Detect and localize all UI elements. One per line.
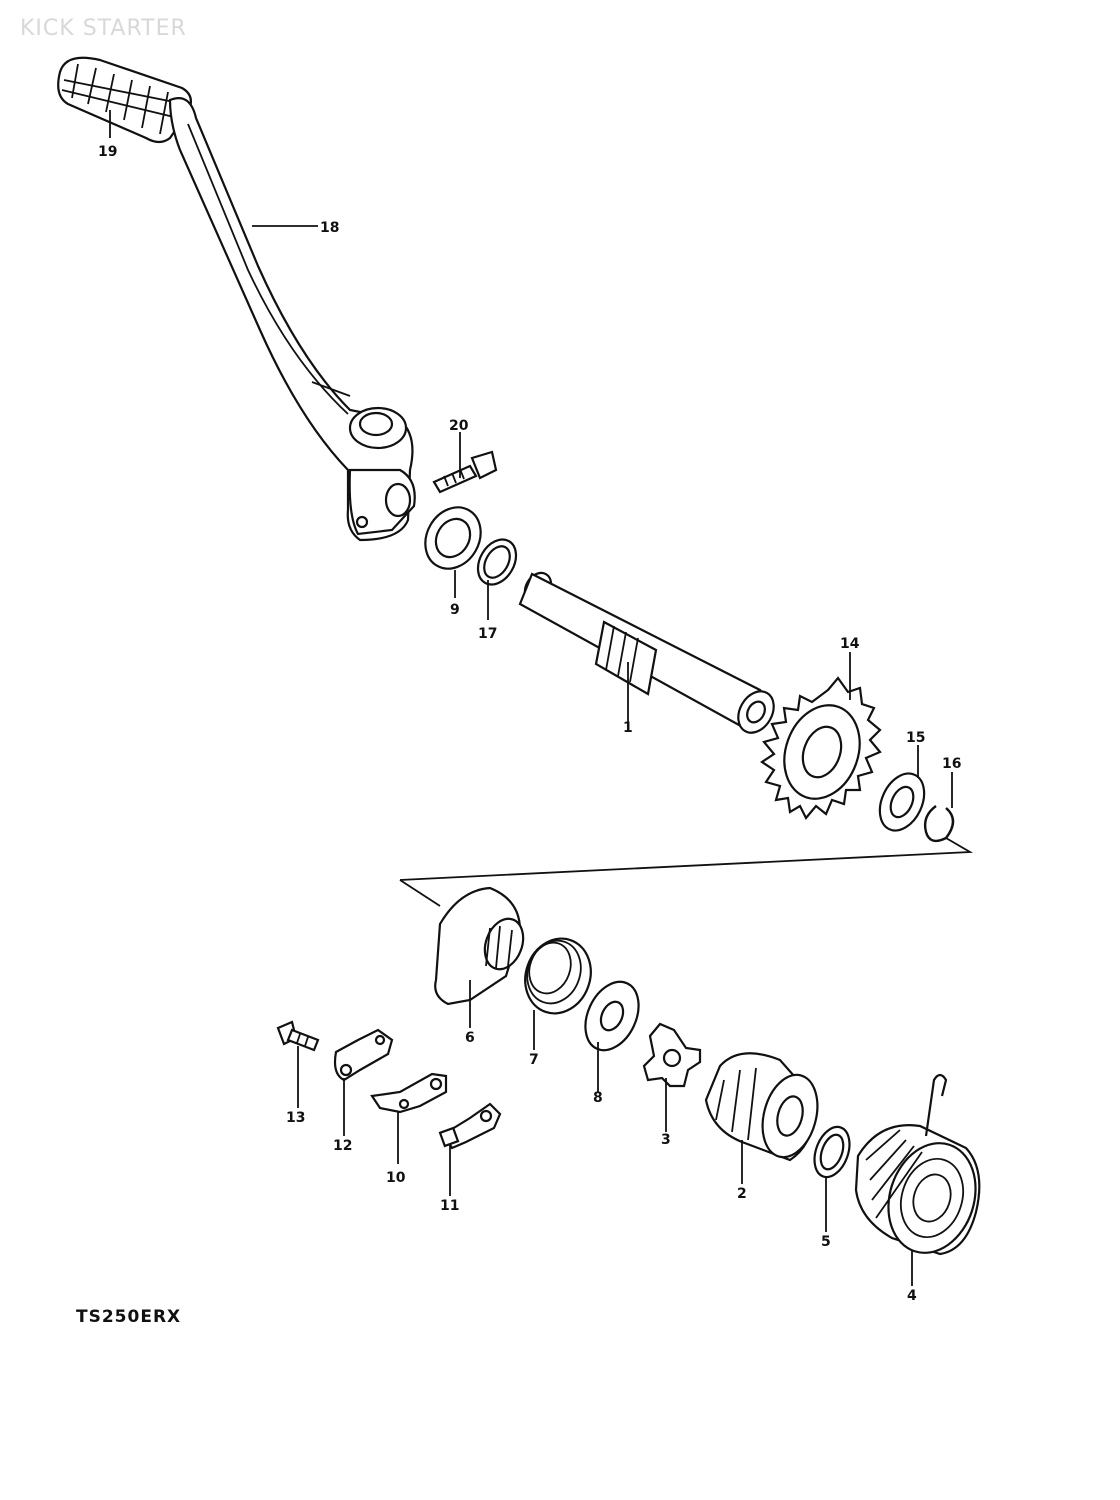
section-title: KICK STARTER — [20, 16, 187, 41]
part-labels: 19 18 20 9 17 1 14 15 16 6 7 8 3 2 5 4 1… — [98, 144, 961, 1304]
label-part-5: 5 — [821, 1234, 831, 1250]
part-12-guide-plate — [333, 1028, 394, 1082]
part-7-spring — [524, 937, 592, 1015]
part-14-kick-gear — [760, 676, 882, 820]
label-part-8: 8 — [593, 1090, 603, 1106]
part-4-return-spring — [854, 1073, 981, 1256]
label-part-20: 20 — [449, 418, 469, 434]
part-16-circlip — [923, 805, 955, 843]
assembly-connector-line — [399, 837, 974, 907]
label-part-15: 15 — [906, 730, 925, 746]
part-11-stopper — [438, 1102, 502, 1150]
model-code: TS250ERX — [76, 1307, 182, 1327]
label-part-19: 19 — [98, 144, 117, 160]
part-3-stopper-plate — [642, 1022, 702, 1088]
part-5-circlip — [813, 1125, 851, 1179]
label-part-6: 6 — [465, 1030, 475, 1046]
part-13-bolt — [276, 1020, 320, 1052]
label-part-17: 17 — [478, 626, 497, 642]
part-20-bolt — [432, 450, 498, 494]
label-part-7: 7 — [529, 1052, 539, 1068]
label-part-11: 11 — [440, 1198, 459, 1214]
part-6-ratchet-guide — [434, 886, 525, 1006]
label-part-18: 18 — [320, 220, 339, 236]
label-part-13: 13 — [286, 1110, 305, 1126]
label-part-9: 9 — [450, 602, 460, 618]
label-part-12: 12 — [333, 1138, 352, 1154]
part-17-circlip — [476, 538, 518, 586]
part-10-guide-plate — [370, 1072, 448, 1114]
label-part-2: 2 — [737, 1186, 747, 1202]
part-15-washer — [878, 772, 926, 832]
part-18-kick-lever — [168, 97, 416, 542]
label-part-14: 14 — [840, 636, 860, 652]
label-part-1: 1 — [623, 720, 633, 736]
part-8-washer — [584, 980, 640, 1052]
label-part-10: 10 — [386, 1170, 406, 1186]
label-part-16: 16 — [942, 756, 961, 772]
leader-lines — [109, 110, 953, 1286]
label-part-4: 4 — [907, 1288, 917, 1304]
label-part-3: 3 — [661, 1132, 671, 1148]
part-1-kick-shaft — [518, 571, 775, 734]
part-2-kick-pinion — [704, 1052, 819, 1162]
part-9-oil-seal — [424, 506, 482, 570]
